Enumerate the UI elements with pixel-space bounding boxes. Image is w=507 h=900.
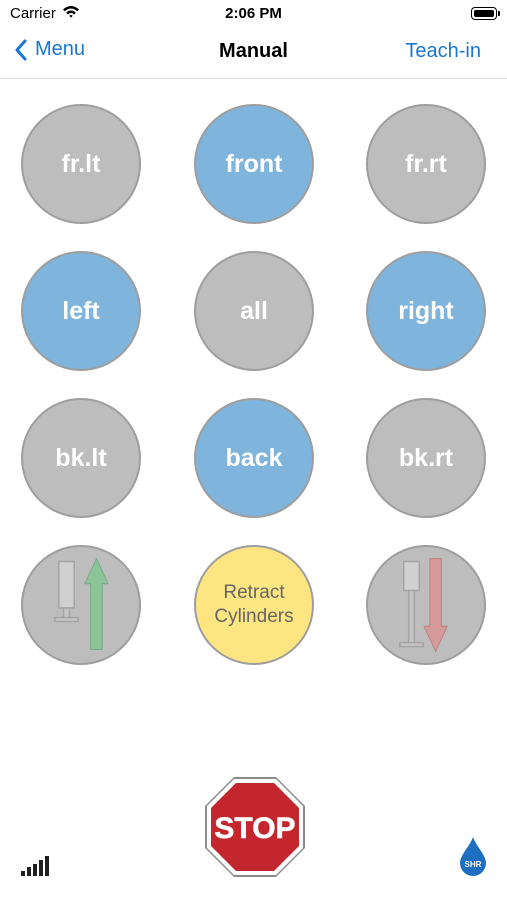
cylinder-retract-icon — [399, 558, 449, 653]
back-button-label: Menu — [35, 38, 86, 60]
extend-cylinder-button[interactable] — [21, 545, 141, 665]
page-title: Manual — [219, 40, 288, 62]
back-right-button[interactable]: bk.rt — [366, 398, 486, 518]
left-button[interactable]: left — [21, 251, 141, 371]
teach-in-button[interactable]: Teach-in — [405, 40, 481, 62]
navigation-bar: Menu Manual Teach-in — [0, 28, 507, 79]
retract-label-line1: Retract — [223, 582, 285, 603]
front-right-button[interactable]: fr.rt — [366, 104, 486, 224]
stop-sign-icon: STOP — [205, 777, 305, 877]
wifi-icon — [62, 5, 80, 23]
logo-label: SHR — [465, 860, 482, 869]
stop-label: STOP — [214, 812, 295, 845]
back-button[interactable]: Menu — [14, 38, 85, 61]
right-button[interactable]: right — [366, 251, 486, 371]
retract-label-line2: Cylinders — [214, 606, 294, 627]
front-left-button[interactable]: fr.lt — [21, 104, 141, 224]
shr-drop-logo: SHR — [459, 836, 487, 881]
front-button[interactable]: front — [194, 104, 314, 224]
carrier-label: Carrier — [10, 5, 56, 22]
back-button-grid[interactable]: back — [194, 398, 314, 518]
status-time: 2:06 PM — [225, 5, 282, 22]
retract-cylinders-button[interactable]: Retract Cylinders — [194, 545, 314, 665]
battery-icon — [471, 7, 500, 20]
back-left-button[interactable]: bk.lt — [21, 398, 141, 518]
cylinder-extend-icon — [54, 557, 109, 650]
status-bar: Carrier 2:06 PM — [0, 0, 507, 28]
chevron-left-icon — [15, 39, 27, 60]
signal-strength-icon — [21, 856, 51, 881]
all-button[interactable]: all — [194, 251, 314, 371]
stop-button[interactable]: STOP — [204, 776, 306, 878]
retract-cylinder-button[interactable] — [366, 545, 486, 665]
